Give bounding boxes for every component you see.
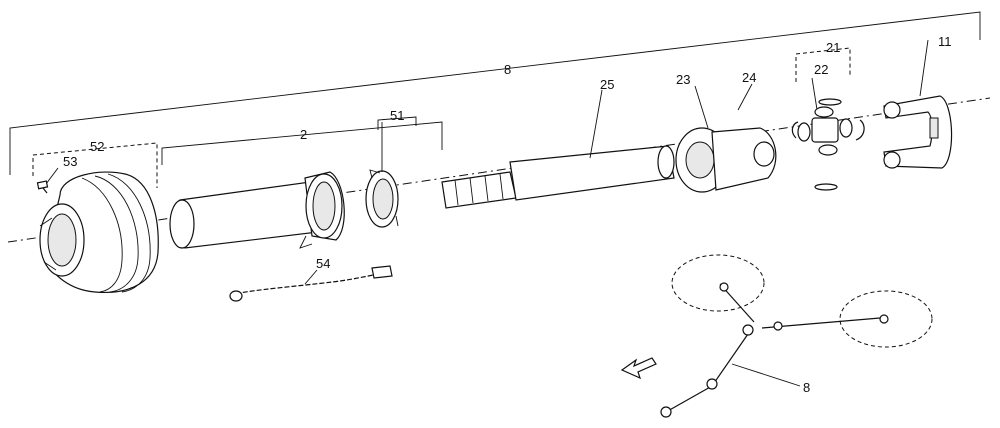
yoke-23 [675,127,777,193]
callout-51: 51 [390,108,404,123]
chain-54 [229,265,393,302]
callout-52: 52 [90,139,104,154]
bracket-8 [9,11,981,175]
callout-22: 22 [814,62,828,77]
inset-arrangement [660,254,933,418]
callout-23: 23 [676,72,690,87]
arrow-down-left-icon [620,357,657,380]
guard-tube-2 [169,171,345,249]
cone-guard-52 [39,171,159,294]
callout-11: 11 [938,34,952,49]
inner-tube-25 [441,145,675,209]
screw-53 [36,180,49,194]
bracket-51 [377,116,417,172]
spring-pin-24 [724,110,750,126]
bracket-21 [795,47,851,82]
bracket-52 [32,142,158,188]
bracket-2 [161,121,443,165]
bearing-ring-51 [365,169,399,228]
cross-kit-21 [791,98,865,191]
callout-24: 24 [742,70,756,85]
yoke-11 [883,95,953,169]
callout-54: 54 [316,256,330,271]
callout-25: 25 [600,77,614,92]
callout-2: 2 [300,127,307,142]
callout-8: 8 [504,62,511,77]
callout-53: 53 [63,154,77,169]
callout-8-inset: 8 [803,380,810,395]
callout-21: 21 [826,40,840,55]
